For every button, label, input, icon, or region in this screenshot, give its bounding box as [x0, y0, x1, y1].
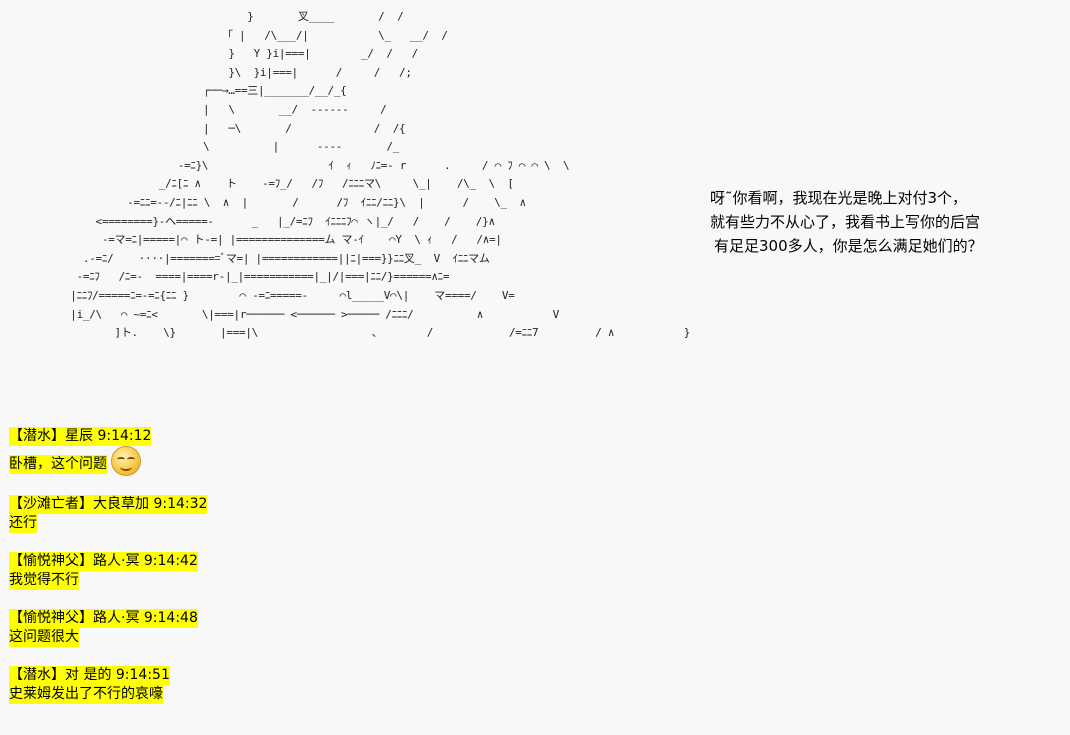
chat-body: 这问题很大: [9, 628, 79, 647]
chat-message: 【潜水】对 是的 9:14:51 史莱姆发出了不行的哀嚎: [9, 666, 469, 704]
speech-caption: 呀˜你看啊，我现在光是晚上对付3个， 就有些力不从心了，我看书上写你的后宫 有足…: [710, 186, 983, 258]
chat-header: 【潜水】星辰 9:14:12: [9, 427, 152, 446]
chat-log: 【潜水】星辰 9:14:12 卧槽，这个问题 【沙滩亡者】大良草加 9:14:3…: [9, 427, 469, 723]
chat-header: 【沙滩亡者】大良草加 9:14:32: [9, 495, 208, 514]
chat-header: 【愉悦神父】路人·冥 9:14:48: [9, 609, 198, 628]
chat-message: 【潜水】星辰 9:14:12 卧槽，这个问题: [9, 427, 469, 476]
chat-message: 【沙滩亡者】大良草加 9:14:32 还行: [9, 495, 469, 533]
caption-line-3: 有足足300多人，你是怎么满足她们的？: [714, 237, 983, 255]
caption-line-1: 呀˜你看啊，我现在光是晚上对付3个，: [710, 189, 968, 207]
chat-body: 还行: [9, 514, 37, 533]
chat-header: 【愉悦神父】路人·冥 9:14:42: [9, 552, 198, 571]
smile-emoji-icon: [111, 446, 141, 476]
chat-body: 史莱姆发出了不行的哀嚎: [9, 685, 163, 704]
chat-message: 【愉悦神父】路人·冥 9:14:42 我觉得不行: [9, 552, 469, 590]
chat-body: 我觉得不行: [9, 571, 79, 590]
chat-message: 【愉悦神父】路人·冥 9:14:48 这问题很大: [9, 609, 469, 647]
caption-line-2: 就有些力不从心了，我看书上写你的后宫: [710, 213, 981, 231]
chat-header: 【潜水】对 是的 9:14:51: [9, 666, 170, 685]
ascii-art-figure: } 叉____ / / 「 | /\___/| \_ __/ / } Y }i|…: [70, 10, 691, 340]
chat-body: 卧槽，这个问题: [9, 454, 107, 474]
